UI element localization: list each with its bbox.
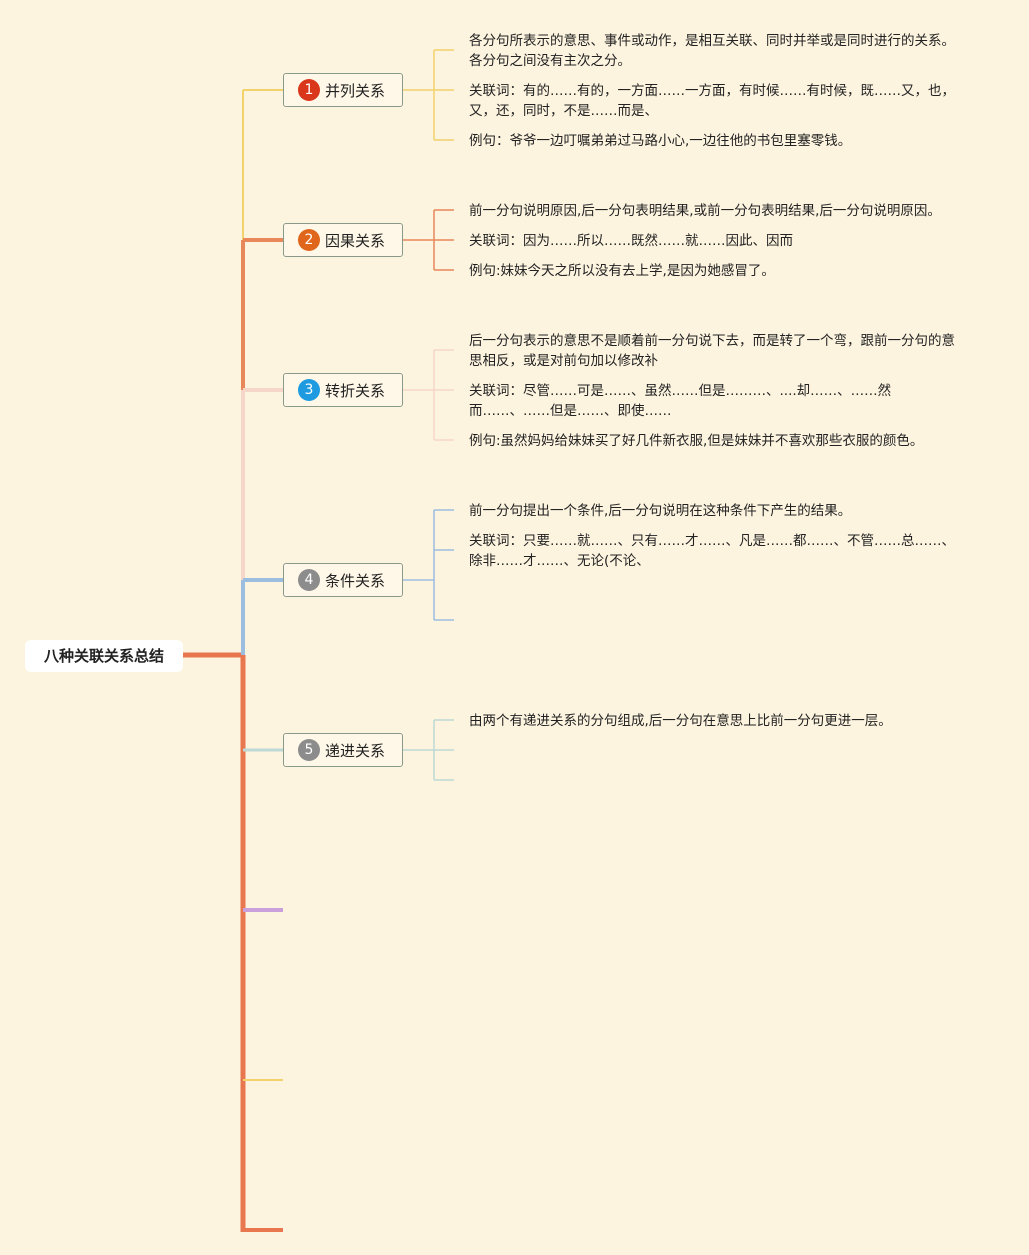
topic-label: 并列关系 <box>325 81 386 100</box>
topic-4-keywords: 关联词：只要……就……、只有……才……、凡是……都……、不管……总……、除非……… <box>469 533 955 569</box>
topic-3-example: 例句:虽然妈妈给妹妹买了好几件新衣服,但是妹妹并不喜欢那些衣服的颜色。 <box>469 433 924 449</box>
root-node[interactable]: 八种关联关系总结 <box>25 640 183 672</box>
topic-3-keywords: 关联词：尽管……可是……、虽然……但是………、....却……、……然而……、……… <box>469 383 892 419</box>
topic-node-5[interactable]: 5 递进关系 <box>283 733 403 767</box>
topic-label: 因果关系 <box>325 231 386 250</box>
topic-5-definition: 由两个有递进关系的分句组成,后一分句在意思上比前一分句更进一层。 <box>469 713 892 729</box>
topic-1-definition: 各分句所表示的意思、事件或动作，是相互关联、同时并举或是同时进行的关系。各分句之… <box>469 33 955 69</box>
topic-4-definition: 前一分句提出一个条件,后一分句说明在这种条件下产生的结果。 <box>469 503 852 519</box>
number-badge-5: 5 <box>298 739 320 761</box>
topic-label: 转折关系 <box>325 381 386 400</box>
topic-3-definition: 后一分句表示的意思不是顺着前一分句说下去，而是转了一个弯，跟前一分句的意思相反，… <box>469 333 955 369</box>
topic-node-2[interactable]: 2 因果关系 <box>283 223 403 257</box>
topic-2-definition: 前一分句说明原因,后一分句表明结果,或前一分句表明结果,后一分句说明原因。 <box>469 203 941 219</box>
number-badge-4: 4 <box>298 569 320 591</box>
topic-label: 条件关系 <box>325 571 386 590</box>
topic-node-4[interactable]: 4 条件关系 <box>283 563 403 597</box>
topic-node-1[interactable]: 1 并列关系 <box>283 73 403 107</box>
topic-1-keywords: 关联词：有的……有的，一方面……一方面，有时候……有时候，既……又，也，又，还，… <box>469 83 955 119</box>
topic-label: 递进关系 <box>325 741 386 760</box>
number-badge-1: 1 <box>298 79 320 101</box>
topic-1-example: 例句：爷爷一边叮嘱弟弟过马路小心,一边往他的书包里塞零钱。 <box>469 133 852 149</box>
topic-2-keywords: 关联词：因为……所以……既然……就……因此、因而 <box>469 233 793 249</box>
topic-2-example: 例句:妹妹今天之所以没有去上学,是因为她感冒了。 <box>469 263 775 279</box>
number-badge-3: 3 <box>298 379 320 401</box>
number-badge-2: 2 <box>298 229 320 251</box>
topic-node-3[interactable]: 3 转折关系 <box>283 373 403 407</box>
